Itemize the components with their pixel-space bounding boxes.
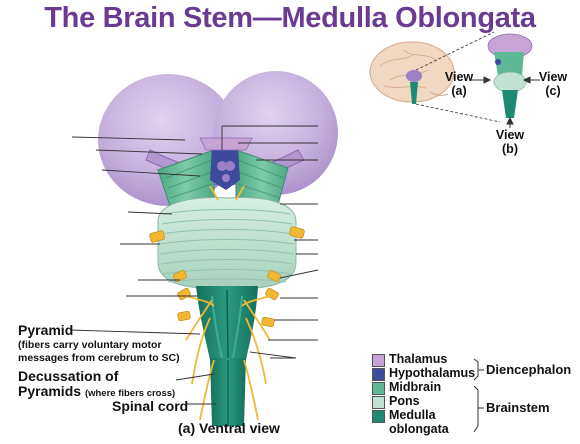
pyramid-note-2: messages from cerebrum to SC) <box>18 352 180 364</box>
spinal-cord <box>210 358 246 426</box>
swatch-thalamus <box>372 354 385 367</box>
decussation-note: (where fibers cross) <box>84 388 176 399</box>
swatch-pons <box>372 396 385 409</box>
legend-label-thalamus: Thalamus <box>389 352 448 366</box>
view-a-letter: (a) <box>451 84 467 98</box>
legend-label-oblongata: oblongata <box>389 422 449 436</box>
inset-arrows <box>472 76 540 128</box>
swatch-hypothalamus <box>372 368 385 381</box>
group-brainstem: Brainstem <box>486 400 550 415</box>
legend-label-midbrain: Midbrain <box>389 380 442 394</box>
view-b-letter: (b) <box>502 142 518 156</box>
inset-brain-lateral <box>369 41 455 104</box>
view-c-letter: (c) <box>545 84 561 98</box>
pyramid-note-1: (fibers carry voluntary motor <box>18 339 162 351</box>
ventral-view-caption: (a) Ventral view <box>178 420 280 436</box>
hypothalamus <box>210 146 240 190</box>
inset-zoom-lines <box>415 31 501 123</box>
cranial-nerves <box>149 226 305 328</box>
pyramids-label: Pyramids <box>18 383 82 399</box>
view-c-label: View <box>538 70 568 84</box>
group-diencephalon: Diencephalon <box>486 362 572 377</box>
legend-label-medulla: Medulla <box>389 408 436 422</box>
swatch-midbrain <box>372 382 385 395</box>
leader-lines-right <box>221 125 319 359</box>
thalamus <box>199 137 253 151</box>
view-a-label: View <box>444 70 474 84</box>
swatch-medulla <box>372 410 385 423</box>
inset-brainstem <box>487 33 533 118</box>
pyramid-label: Pyramid <box>18 322 74 338</box>
legend-brackets <box>473 358 484 433</box>
decussation-label: Decussation of <box>18 368 119 384</box>
leader-lines-left <box>69 136 216 405</box>
view-b-label: View <box>495 128 525 142</box>
spinal-cord-label: Spinal cord <box>112 398 189 414</box>
legend-label-pons: Pons <box>389 394 420 408</box>
legend-label-hypothalamus: Hypothalamus <box>389 366 476 380</box>
page-title: The Brain Stem—Medulla Oblongata <box>44 2 536 34</box>
